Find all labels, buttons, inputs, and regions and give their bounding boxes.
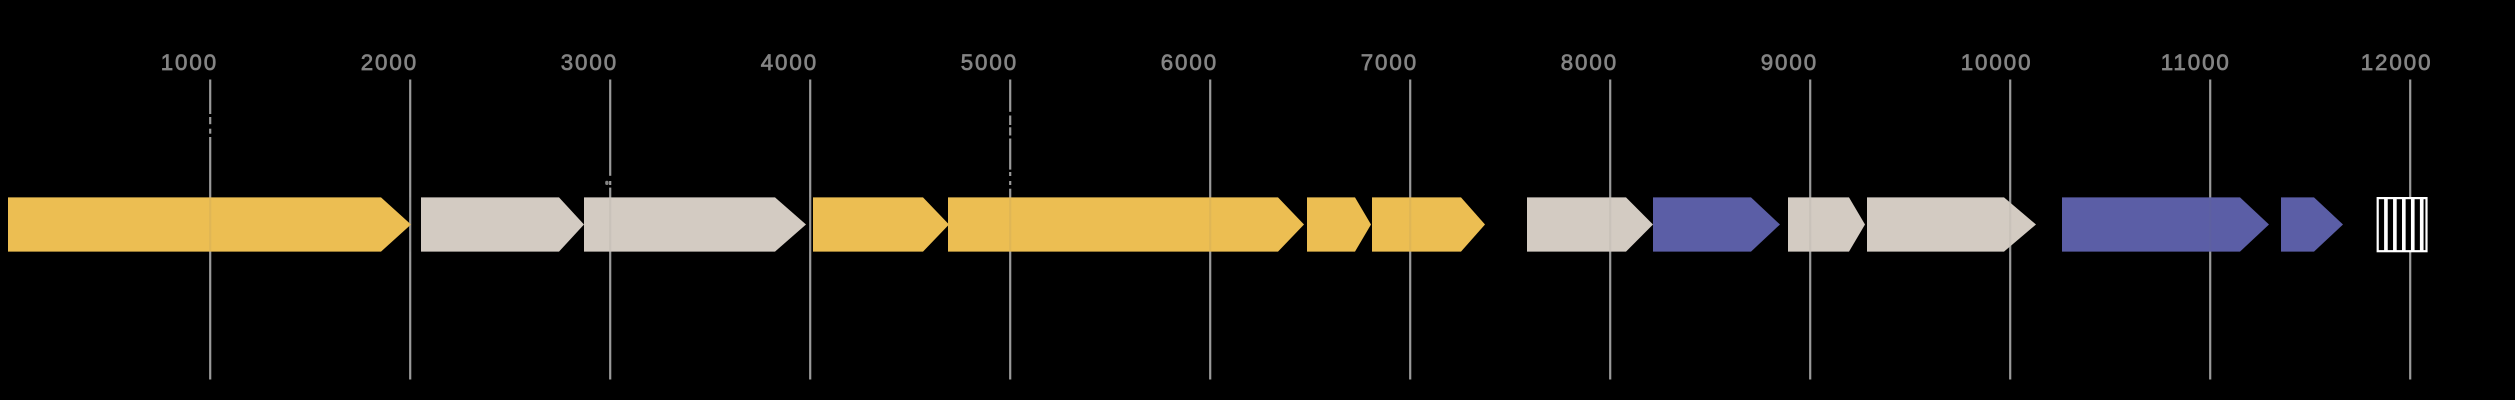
svg-text:1000: 1000 <box>161 50 218 75</box>
svg-text:11000: 11000 <box>2161 50 2231 75</box>
svg-text:8000: 8000 <box>1561 50 1618 75</box>
svg-text:10000: 10000 <box>1961 50 2033 75</box>
svg-text:9000: 9000 <box>1761 50 1818 75</box>
svg-text:7000: 7000 <box>1361 50 1418 75</box>
svg-text:5000: 5000 <box>961 50 1018 75</box>
svg-text:6000: 6000 <box>1161 50 1218 75</box>
svg-text:3000: 3000 <box>561 50 618 75</box>
svg-text:2000: 2000 <box>361 50 418 75</box>
svg-text:12000: 12000 <box>2361 50 2433 75</box>
svg-text:4000: 4000 <box>761 50 818 75</box>
